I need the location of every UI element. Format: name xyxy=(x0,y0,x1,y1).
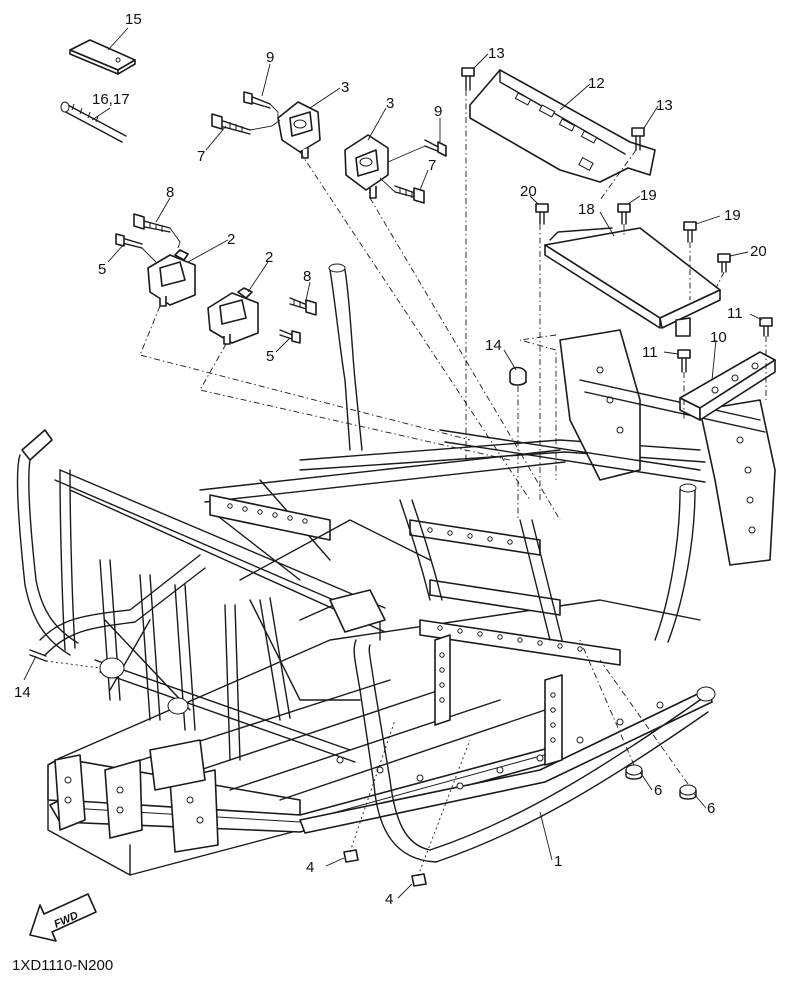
callout-4-right: 4 xyxy=(385,891,393,908)
part-14-clip-lower xyxy=(29,649,47,662)
part-5-bolt-right xyxy=(279,329,301,344)
callout-14-lower: 14 xyxy=(14,684,31,701)
callout-13-left: 13 xyxy=(488,45,505,62)
part-11-bolt-left xyxy=(677,349,691,373)
callout-9-left: 9 xyxy=(266,49,274,66)
callout-10: 10 xyxy=(710,329,727,346)
part-6-grommet-left xyxy=(625,764,643,780)
part-11-bolt-right xyxy=(759,317,773,337)
main-frame xyxy=(16,263,776,876)
part-20-bolt-right xyxy=(717,253,731,273)
part-12-bracket xyxy=(469,69,656,183)
part-5-bolt-left xyxy=(115,233,143,249)
callout-20-right: 20 xyxy=(750,243,767,260)
callout-3-left: 3 xyxy=(341,79,349,96)
part-19-bolt-right xyxy=(683,221,697,243)
leader-lines xyxy=(23,27,767,899)
part-19-bolt-left xyxy=(617,203,631,225)
callout-14-upper: 14 xyxy=(485,337,502,354)
part-4-nut-right xyxy=(411,873,427,887)
callout-19-left: 19 xyxy=(640,187,657,204)
part-6-grommet-right xyxy=(679,784,697,800)
callout-5-left: 5 xyxy=(98,261,106,278)
part-2-mount-left xyxy=(147,249,196,307)
callout-12: 12 xyxy=(588,75,605,92)
callout-2-left: 2 xyxy=(227,231,235,248)
callout-6-left: 6 xyxy=(654,782,662,799)
callout-8-right: 8 xyxy=(303,268,311,285)
callout-3-right: 3 xyxy=(386,95,394,112)
callout-19-right: 19 xyxy=(724,207,741,224)
part-15-plate xyxy=(69,39,136,75)
callout-8-left: 8 xyxy=(166,184,174,201)
part-2-mount-right xyxy=(207,287,259,345)
callout-7-right: 7 xyxy=(428,157,436,174)
callout-13-right: 13 xyxy=(656,97,673,114)
part-9-bolt-right xyxy=(424,139,447,157)
part-code: 1XD1110-N200 xyxy=(12,957,113,974)
part-7-bolt-right xyxy=(394,185,425,204)
callout-18: 18 xyxy=(578,201,595,218)
part-16-17-pin xyxy=(60,101,127,143)
part-3-mount-left xyxy=(277,101,321,159)
part-14-clip-upper xyxy=(509,366,527,386)
part-3-mount-right xyxy=(344,134,389,199)
fwd-arrow-icon: FWD xyxy=(29,893,97,942)
callout-5-right: 5 xyxy=(266,348,274,365)
part-18-plate xyxy=(544,227,721,337)
callout-1: 1 xyxy=(554,853,562,870)
part-8-bolt-right xyxy=(289,297,317,316)
callout-4-left: 4 xyxy=(306,859,314,876)
callout-16-17: 16,17 xyxy=(92,91,130,108)
callout-11-left: 11 xyxy=(642,344,658,361)
callout-20-left: 20 xyxy=(520,183,537,200)
part-9-bolt-left xyxy=(243,91,271,109)
part-4-nut-left xyxy=(343,849,359,863)
callout-15: 15 xyxy=(125,11,142,28)
callout-7-left: 7 xyxy=(197,148,205,165)
callout-2-right: 2 xyxy=(265,249,273,266)
part-13-bolt-left xyxy=(461,67,475,91)
part-20-bolt-left xyxy=(535,203,549,225)
callout-labels: 15 16,17 9 3 7 3 9 7 8 2 5 2 8 5 13 12 1… xyxy=(14,11,767,908)
part-8-bolt-left xyxy=(133,213,171,233)
callout-6-right: 6 xyxy=(707,800,715,817)
callout-9-right: 9 xyxy=(434,103,442,120)
part-13-bolt-right xyxy=(631,127,645,151)
callout-11-right: 11 xyxy=(727,305,743,322)
part-7-bolt-left xyxy=(211,113,251,135)
part-10-bracket xyxy=(679,351,776,421)
